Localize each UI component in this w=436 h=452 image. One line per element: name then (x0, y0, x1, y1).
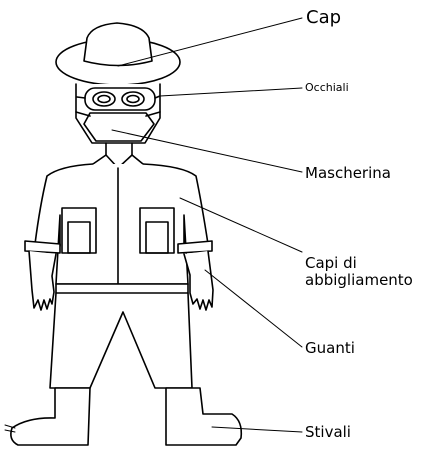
label-mascherina: Mascherina (305, 165, 391, 182)
goggles-icon (77, 88, 160, 110)
label-capi-line2: abbigliamento (305, 272, 435, 289)
label-capi-di-abbigliamento: Capi di abbigliamento (305, 255, 435, 290)
label-guanti: Guanti (305, 340, 355, 357)
label-occhiali: Occhiali (305, 82, 349, 95)
label-cap: Cap (306, 8, 341, 29)
hat-icon (56, 23, 180, 85)
label-stivali: Stivali (305, 424, 351, 441)
boots-icon (11, 388, 241, 445)
label-capi-line1: Capi di (305, 255, 435, 272)
trousers (50, 293, 192, 388)
